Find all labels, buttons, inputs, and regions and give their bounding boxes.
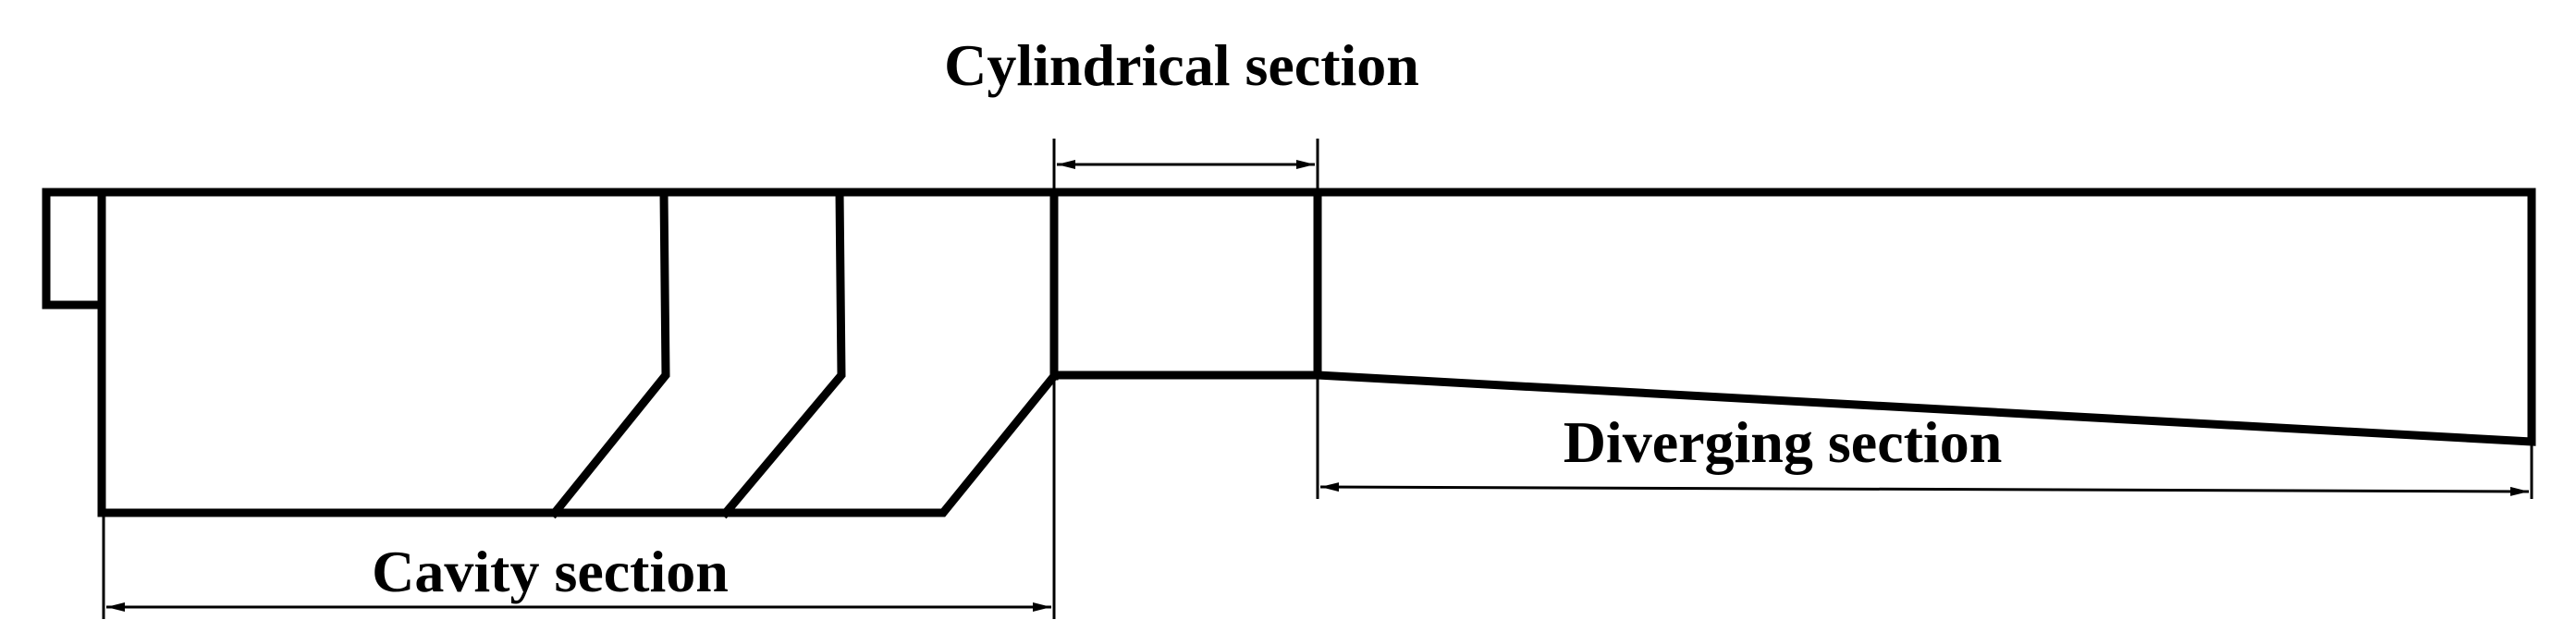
cavity-section-label: Cavity section	[372, 539, 729, 604]
diverging-dimension-arrow	[1319, 482, 2530, 496]
cylindrical-section-label: Cylindrical section	[944, 32, 1419, 98]
cavity-wall-1	[548, 188, 670, 519]
cavity-wall-2	[719, 188, 846, 519]
diverging-section-label: Diverging section	[1564, 409, 2003, 475]
inlet-step	[42, 188, 106, 310]
duct-outline	[97, 188, 2536, 517]
